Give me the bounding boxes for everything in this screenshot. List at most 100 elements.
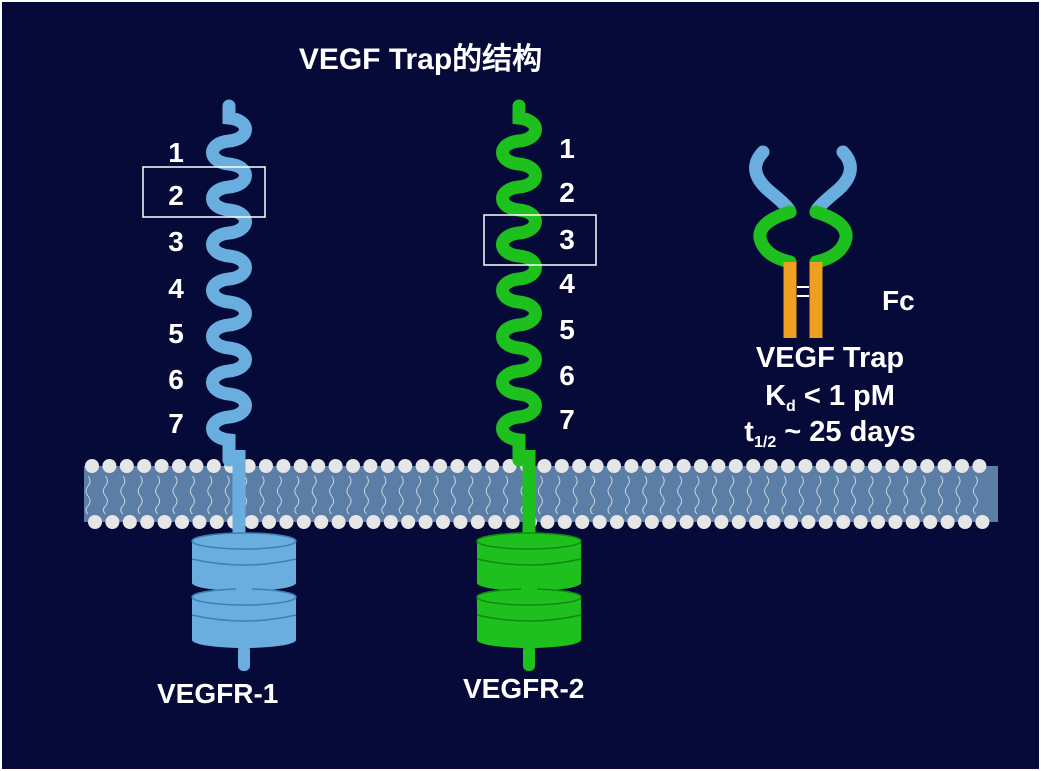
membrane-head bbox=[610, 515, 624, 529]
membrane-head bbox=[450, 459, 465, 473]
membrane-head bbox=[88, 515, 102, 529]
membrane-head bbox=[818, 515, 833, 529]
lipid-tail bbox=[816, 475, 822, 515]
vegfr2-extracellular-coil bbox=[496, 99, 542, 467]
lipid-tail bbox=[468, 475, 474, 515]
membrane-head bbox=[557, 515, 572, 529]
membrane-head bbox=[746, 459, 761, 473]
vegfr1-domain-3: 3 bbox=[168, 226, 184, 257]
membrane-head bbox=[505, 515, 520, 529]
lipid-tail bbox=[711, 475, 717, 515]
membrane-head bbox=[972, 459, 987, 473]
kinase-tail bbox=[523, 645, 535, 671]
lipid-tail bbox=[346, 475, 352, 515]
membrane-head bbox=[853, 515, 868, 529]
trap-left-d2 bbox=[753, 205, 797, 269]
lipid-tail bbox=[189, 475, 195, 515]
membrane-head bbox=[105, 515, 120, 529]
vegfr1-extracellular-coil bbox=[206, 99, 252, 467]
lipid-tail bbox=[903, 475, 909, 515]
membrane-head bbox=[836, 515, 851, 529]
lipid-tail bbox=[120, 475, 126, 515]
kinase-hinge bbox=[521, 583, 537, 599]
kinase-tail bbox=[238, 645, 250, 671]
membrane-head bbox=[363, 459, 378, 473]
membrane-head bbox=[624, 459, 639, 473]
membrane-band bbox=[84, 466, 998, 522]
lipid-tail bbox=[276, 475, 282, 515]
vegfr2-highlight-box bbox=[483, 214, 597, 266]
lipid-tail bbox=[607, 475, 613, 515]
membrane-head bbox=[575, 515, 590, 529]
membrane-head bbox=[418, 515, 433, 529]
membrane-head bbox=[711, 459, 726, 473]
kinase-lobe-seam bbox=[191, 614, 297, 622]
membrane-head bbox=[923, 515, 938, 529]
vegfr1-domain-6: 6 bbox=[168, 364, 184, 395]
vegfr1-label: VEGFR-1 bbox=[157, 678, 279, 709]
lipid-tail bbox=[781, 475, 787, 515]
lipid-tail bbox=[537, 475, 543, 515]
lipid-tail bbox=[659, 475, 665, 515]
membrane-head bbox=[415, 459, 430, 473]
kinase-lobe-top bbox=[191, 532, 297, 550]
membrane-head bbox=[798, 459, 813, 473]
slide-title: VEGF Trap的结构 bbox=[298, 43, 543, 76]
membrane-head bbox=[641, 459, 656, 473]
kinase-lobe-seam bbox=[476, 614, 582, 622]
trap-right-d2 bbox=[809, 205, 853, 269]
lipid-tail bbox=[450, 475, 456, 515]
membrane-head bbox=[262, 515, 276, 529]
membrane-head bbox=[975, 515, 990, 529]
membrane-head bbox=[728, 459, 743, 473]
lipid-tail bbox=[207, 475, 213, 515]
vegfr1-domain-7: 7 bbox=[168, 408, 184, 439]
membrane-head bbox=[102, 459, 117, 473]
membrane-head bbox=[679, 515, 694, 529]
lipid-tail bbox=[764, 475, 770, 515]
membrane-head bbox=[537, 459, 552, 473]
membrane-head bbox=[485, 459, 500, 473]
membrane-head bbox=[380, 459, 395, 473]
trap-left-d1 bbox=[749, 145, 797, 219]
membrane-head bbox=[714, 515, 729, 529]
vegfr1-kinase-domain bbox=[191, 532, 297, 671]
cell-membrane bbox=[84, 459, 998, 529]
membrane-head bbox=[453, 515, 468, 529]
lipid-tail bbox=[746, 475, 752, 515]
lipid-tail bbox=[590, 475, 596, 515]
lipid-tail bbox=[624, 475, 630, 515]
lipid-tail bbox=[294, 475, 300, 515]
vegfr2-domain-2: 2 bbox=[559, 177, 575, 208]
vegfr2-label: VEGFR-2 bbox=[463, 673, 585, 704]
vegfr2-domain-5: 5 bbox=[559, 314, 575, 345]
membrane-lipids bbox=[85, 475, 978, 515]
trap-kd: Kd < 1 pM bbox=[700, 380, 960, 416]
vegfr2-domain-1: 1 bbox=[559, 133, 575, 164]
lipid-tail bbox=[398, 475, 404, 515]
membrane-head bbox=[905, 515, 920, 529]
membrane-head bbox=[398, 459, 413, 473]
membrane-head bbox=[328, 459, 343, 473]
vegfr2-domain-6: 6 bbox=[559, 360, 575, 391]
lipid-tail bbox=[677, 475, 683, 515]
membrane-head bbox=[467, 459, 482, 473]
membrane-head bbox=[766, 515, 781, 529]
membrane-head bbox=[850, 459, 865, 473]
lipid-tail bbox=[868, 475, 874, 515]
membrane-head bbox=[175, 515, 189, 529]
membrane-head bbox=[607, 459, 621, 473]
membrane-head bbox=[157, 515, 172, 529]
membrane-head bbox=[868, 459, 882, 473]
lipid-tail bbox=[920, 475, 926, 515]
membrane-head bbox=[383, 515, 398, 529]
membrane-head bbox=[122, 515, 137, 529]
membrane-head bbox=[627, 515, 642, 529]
lipid-tail bbox=[833, 475, 839, 515]
kinase-lobe-seam bbox=[476, 558, 582, 566]
membrane-head bbox=[784, 515, 798, 529]
kinase-hinge bbox=[236, 583, 252, 599]
lipid-tail bbox=[381, 475, 387, 515]
vegfr1-highlight-box bbox=[142, 166, 266, 218]
